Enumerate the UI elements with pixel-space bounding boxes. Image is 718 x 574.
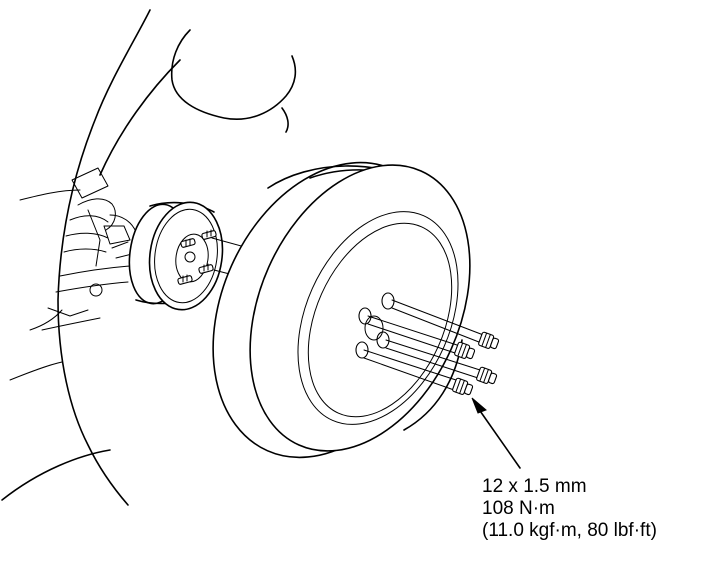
- lug-holes: [355, 292, 395, 359]
- nut-size-label: 12 x 1.5 mm: [482, 476, 587, 497]
- tire-wheel: [212, 161, 471, 459]
- wheel-nut: [478, 331, 500, 350]
- torque-spec-callout: 12 x 1.5 mm 108 N·m (11.0 kgf·m, 80 lbf·…: [482, 476, 657, 542]
- torque-nm-label: 108 N·m: [482, 498, 555, 519]
- wheel-nut: [476, 366, 498, 385]
- torque-alt-label: (11.0 kgf·m, 80 lbf·ft): [482, 520, 657, 541]
- wheel-studs: [177, 229, 217, 285]
- brake-drum-hub: [128, 201, 224, 311]
- wheel-nut: [454, 341, 476, 360]
- nut-guide-lines: [363, 299, 487, 391]
- wheel-nuts: [452, 331, 500, 396]
- callout-leader-arrow: [471, 397, 521, 469]
- fender-outline: [1, 9, 297, 506]
- wheel-nut: [452, 377, 474, 396]
- suspension-assembly: [41, 167, 137, 331]
